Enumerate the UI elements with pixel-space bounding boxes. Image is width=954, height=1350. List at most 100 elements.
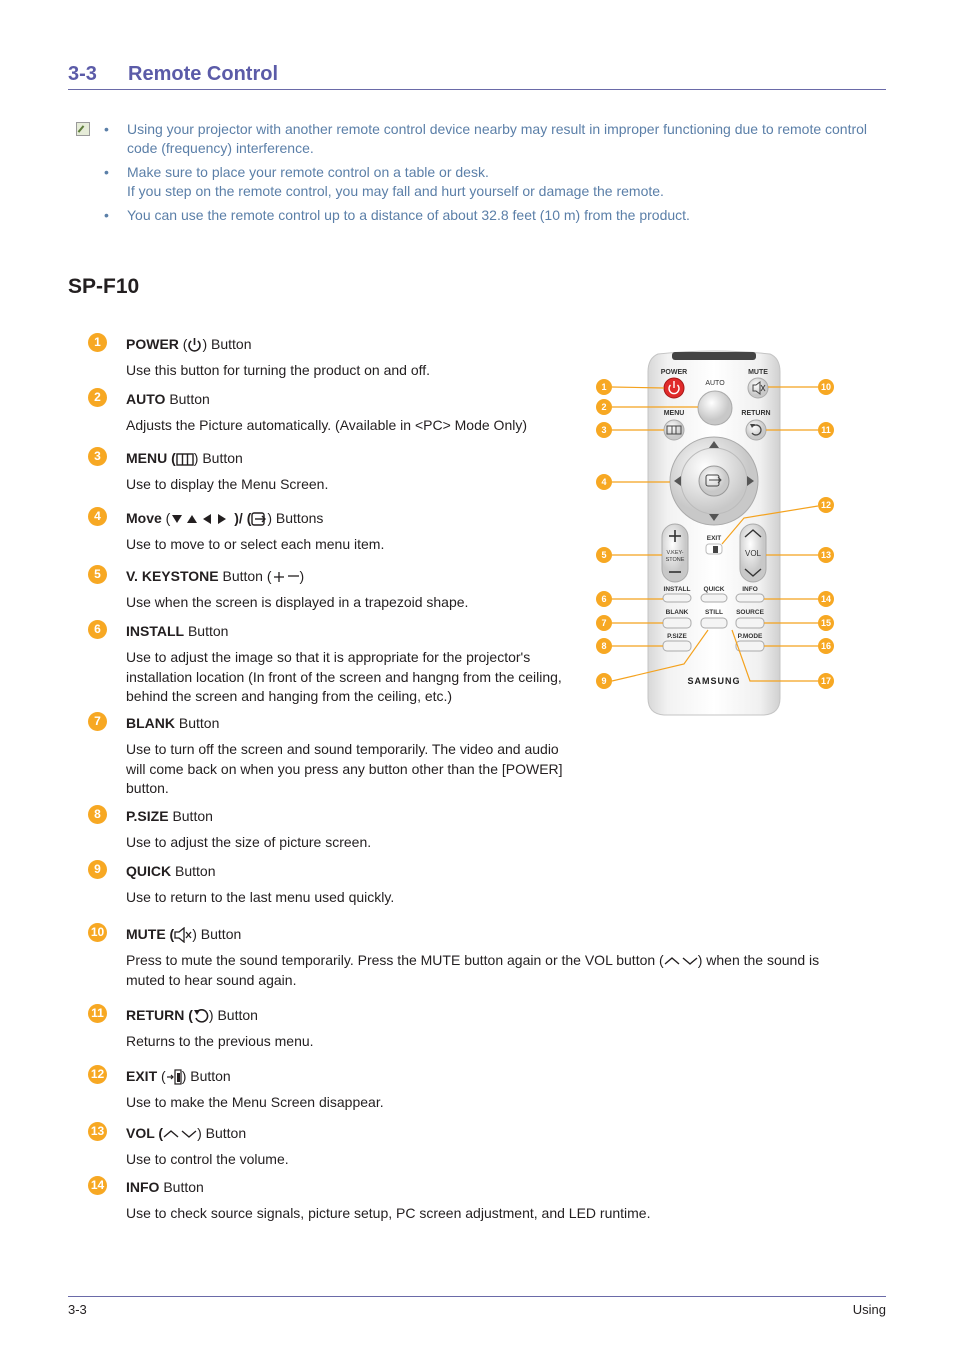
item-description: Use this button for turning the product … [126, 362, 431, 378]
svg-text:V.KEY-: V.KEY- [666, 550, 683, 556]
svg-text:P.MODE: P.MODE [738, 633, 763, 640]
number-badge: 10 [88, 923, 107, 942]
quick-button [700, 593, 728, 603]
svg-text:INSTALL: INSTALL [664, 586, 691, 593]
svg-text:10: 10 [821, 382, 831, 392]
number-badge: 5 [88, 565, 107, 584]
item-description: Use to move to or select each menu item. [126, 536, 385, 552]
number-badge: 12 [88, 1065, 107, 1084]
down-arrow [709, 514, 719, 521]
callout-lines [611, 386, 819, 682]
svg-text:VOL: VOL [745, 549, 762, 558]
svg-text:6: 6 [601, 594, 606, 604]
menu-label: MENU [664, 410, 685, 417]
mute-label: MUTE [748, 369, 768, 376]
svg-text:BLANK: BLANK [666, 609, 689, 616]
power-label: POWER [661, 369, 687, 376]
power-icon [188, 338, 202, 352]
number-badge: 7 [88, 712, 107, 731]
item-description: Use to make the Menu Screen disappear. [126, 1094, 384, 1110]
number-badge: 2 [88, 388, 107, 407]
ir-window [672, 352, 756, 360]
remote-control-illustration: POWER AUTO MUTE MENU RETURN EXIT V.KEY- … [596, 350, 834, 716]
item-description: Adjusts the Picture automatically. (Avai… [126, 417, 528, 433]
info-button [735, 593, 765, 603]
item-description: Use to control the volume. [126, 1151, 289, 1167]
enter-button [698, 465, 730, 497]
item-description: Use when the screen is displayed in a tr… [126, 594, 469, 610]
number-badge: 13 [88, 1122, 107, 1141]
svg-text:QUICK: QUICK [704, 586, 725, 593]
right-arrow [747, 476, 754, 486]
svg-text:17: 17 [821, 676, 831, 686]
number-badge: 3 [88, 447, 107, 466]
number-badge: 14 [88, 1176, 107, 1195]
section-title-text: Remote Control [128, 63, 278, 85]
plus-minus-icon [273, 572, 299, 583]
auto-button [697, 390, 733, 426]
svg-text:SOURCE: SOURCE [736, 609, 764, 616]
svg-text:P.SIZE: P.SIZE [667, 633, 687, 640]
svg-text:5: 5 [601, 550, 606, 560]
return-button [745, 419, 767, 441]
item-description: Use to adjust the image so that it is ap… [126, 649, 562, 704]
page-footer: 3-3 Using [68, 1296, 886, 1317]
vol-button [739, 523, 767, 583]
svg-text:INFO: INFO [742, 586, 758, 593]
exit-icon [166, 1069, 182, 1085]
note-item: •Make sure to place your remote control … [104, 164, 489, 180]
v-keystone-button [661, 523, 689, 583]
up-arrow [709, 441, 719, 448]
svg-text:11: 11 [821, 425, 831, 435]
vol-icon [163, 1130, 197, 1139]
model-title: SP-F10 [68, 275, 140, 298]
svg-text:15: 15 [821, 618, 831, 628]
brand-logo: SAMSUNG [687, 676, 740, 686]
svg-text:12: 12 [821, 500, 831, 510]
item-description: Use to check source signals, picture set… [126, 1205, 651, 1221]
item-description: Press to mute the sound temporarily. Pre… [126, 952, 820, 988]
item-description: Use to display the Menu Screen. [126, 476, 329, 492]
blank-button [662, 617, 692, 629]
number-badge: 6 [88, 620, 107, 639]
mute-button [747, 377, 769, 399]
number-badge: 8 [88, 805, 107, 824]
svg-text:2: 2 [601, 402, 606, 412]
svg-text:4: 4 [601, 477, 606, 487]
arrow-keys-icon [172, 514, 227, 525]
number-badge: 11 [88, 1004, 107, 1023]
item-description: Use to adjust the size of picture screen… [126, 834, 372, 850]
svg-text:13: 13 [821, 550, 831, 560]
note-item-continued: If you step on the remote control, you m… [127, 183, 664, 199]
svg-text:7: 7 [601, 618, 606, 628]
enter-icon [251, 512, 267, 526]
section-header: 3-3 Remote Control [68, 62, 886, 90]
svg-text:STONE: STONE [666, 557, 685, 563]
pmode-button [735, 640, 765, 652]
note-item: •You can use the remote control up to a … [104, 207, 690, 223]
item-description: Use to turn off the screen and sound tem… [126, 741, 563, 796]
psize-button [662, 640, 692, 652]
section-number: 3-3 [68, 63, 97, 85]
number-badge: 9 [88, 860, 107, 879]
vol-icon [664, 957, 698, 966]
page-number: 3-3 [68, 1302, 87, 1317]
svg-text:14: 14 [821, 594, 831, 604]
note-icon [76, 122, 90, 136]
notes-list: •Using your projector with another remot… [104, 120, 890, 230]
chapter-name: Using [852, 1302, 886, 1317]
still-button [700, 617, 728, 629]
svg-text:16: 16 [821, 641, 831, 651]
left-arrow [674, 476, 681, 486]
svg-text:8: 8 [601, 641, 606, 651]
svg-text:3: 3 [601, 425, 606, 435]
install-button [662, 593, 692, 603]
number-badge: 4 [88, 507, 107, 526]
mute-icon [174, 927, 192, 944]
callout-badges: 1 2 3 4 5 6 7 8 9 10 11 12 13 14 15 16 1… [596, 379, 834, 689]
return-icon [193, 1009, 209, 1023]
item-description: Returns to the previous menu. [126, 1033, 314, 1049]
item-description: Use to return to the last menu used quic… [126, 889, 395, 905]
svg-text:1: 1 [601, 382, 606, 392]
number-badge: 1 [88, 333, 107, 352]
